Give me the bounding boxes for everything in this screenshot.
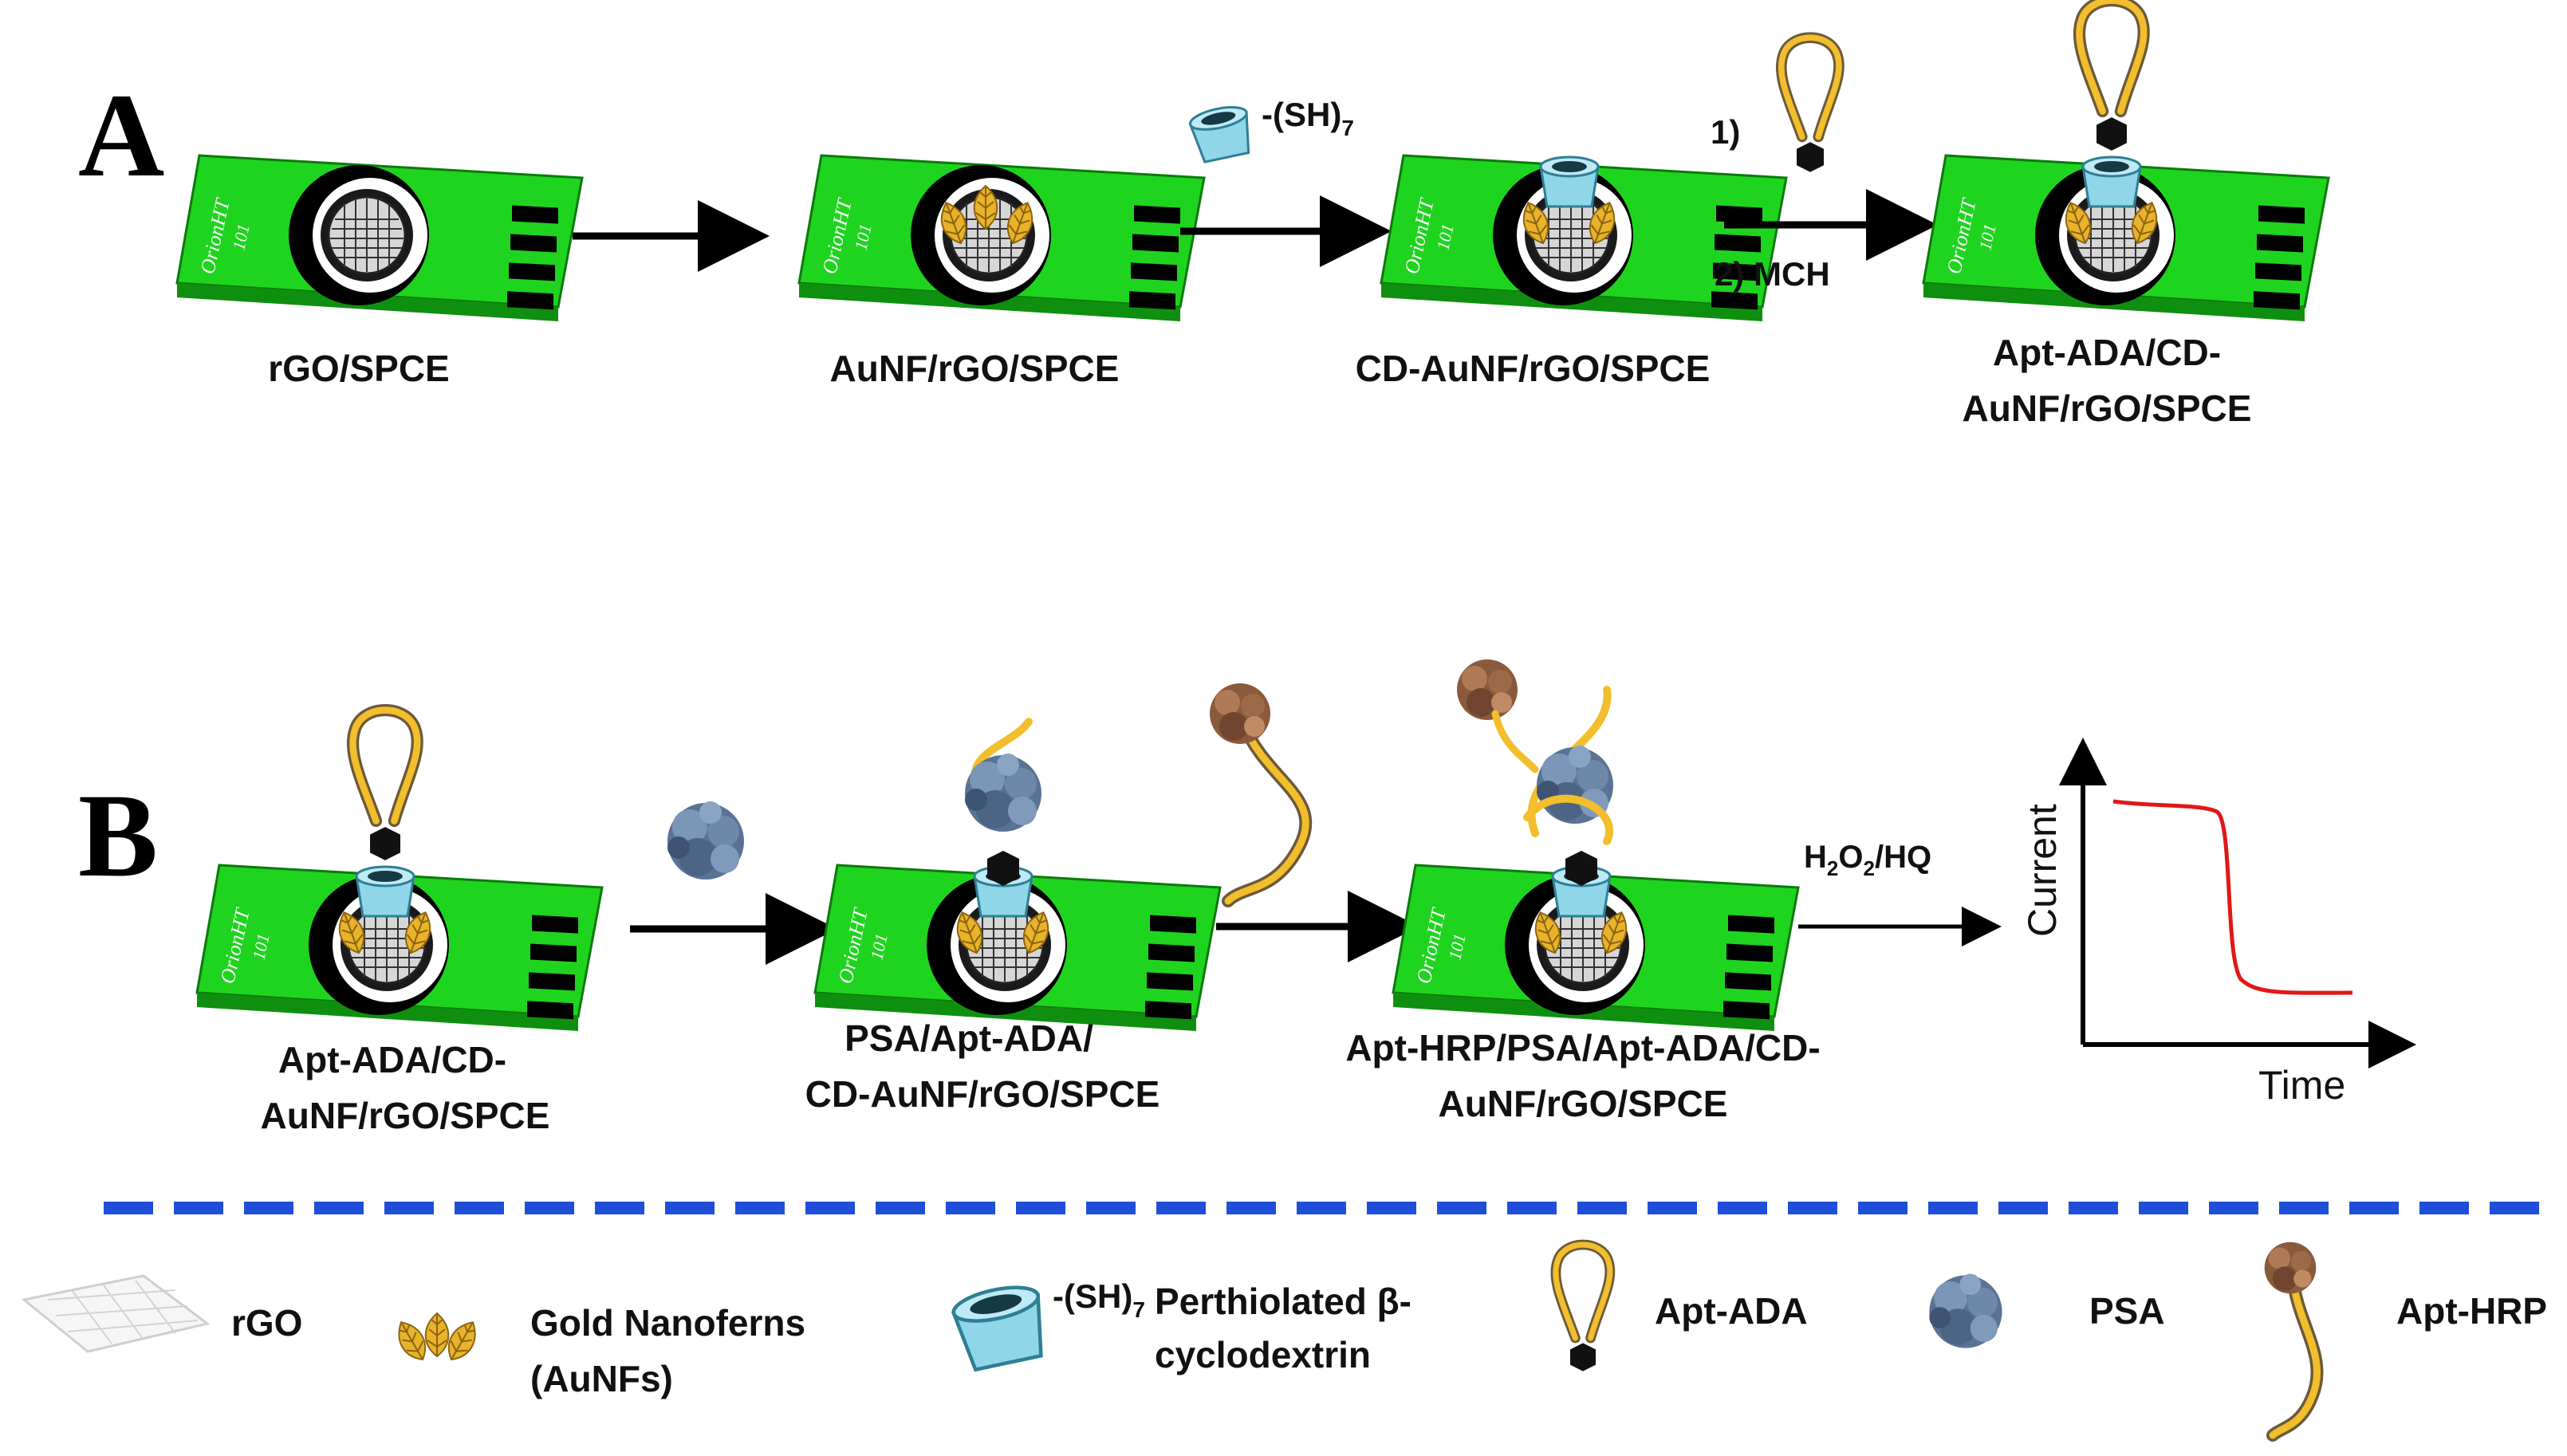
- legend-apt-ada-label: Apt-ADA: [1655, 1290, 1808, 1332]
- label-apt-ada-line2: AuNF/rGO/SPCE: [1963, 388, 2252, 429]
- step-2-label: 2) MCH: [1715, 255, 1830, 293]
- electrode-b-apt-ada: OrionHT 101: [195, 710, 604, 1033]
- label-apt-ada-line1: Apt-ADA/CD-: [1993, 332, 2221, 373]
- legend-cd-prefix: -(SH)7: [1053, 1277, 1145, 1322]
- legend-cd-line1: Perthiolated β-: [1155, 1281, 1411, 1322]
- current-time-plot: Current Time: [2020, 738, 2416, 1108]
- apt-ada-legend-icon: [1556, 1245, 1610, 1371]
- rgo-legend-icon: [21, 1274, 211, 1353]
- cyclodextrin-reagent: [1187, 101, 1256, 165]
- apt-hrp-reagent: [1210, 683, 1313, 907]
- y-axis-label: Current: [2020, 804, 2065, 937]
- label-rgo-spce: rGO/SPCE: [268, 348, 450, 389]
- legend-psa-label: PSA: [2089, 1290, 2165, 1332]
- label-b1-line2: AuNF/rGO/SPCE: [261, 1095, 550, 1136]
- electrode-b-psa: OrionHT 101: [813, 718, 1222, 1033]
- x-axis-label: Time: [2258, 1063, 2345, 1108]
- panel-b-label: B: [78, 769, 158, 902]
- panel-a-label: A: [78, 69, 164, 202]
- legend-aunf-line2: (AuNFs): [530, 1358, 673, 1399]
- label-b1-line1: Apt-ADA/CD-: [278, 1039, 506, 1080]
- label-b2-line2: CD-AuNF/rGO/SPCE: [805, 1073, 1160, 1115]
- apt-ada-reagent: [1782, 37, 1839, 172]
- legend-apt-hrp-label: Apt-HRP: [2396, 1290, 2547, 1332]
- electrode-aunf-rgo-spce: OrionHT 101: [797, 154, 1206, 323]
- cd-reagent-label: -(SH)7: [1262, 96, 1354, 140]
- legend: rGO Gold Nanoferns (AuNFs) -(SH)7 Perthi…: [21, 1242, 2547, 1442]
- legend-rgo-label: rGO: [231, 1302, 302, 1344]
- step-1-label: 1): [1711, 113, 1740, 151]
- legend-aunf-line1: Gold Nanoferns: [530, 1302, 805, 1344]
- electrode-cd-aunf: OrionHT 101: [1380, 154, 1788, 323]
- electrode-b-apt-hrp: OrionHT 101: [1392, 659, 1800, 1033]
- h2o2-hq-label: H2O2/HQ: [1804, 840, 1931, 880]
- psa-legend-icon: [1929, 1273, 2002, 1348]
- label-aunf-rgo-spce: AuNF/rGO/SPCE: [830, 348, 1120, 389]
- psa-reagent: [667, 801, 744, 880]
- legend-cd-line2: cyclodextrin: [1155, 1334, 1371, 1375]
- label-b3-line1: Apt-HRP/PSA/Apt-ADA/CD-: [1345, 1027, 1820, 1068]
- aunf-legend-icon: [390, 1312, 484, 1367]
- label-b2-line1: PSA/Apt-ADA/: [845, 1017, 1093, 1059]
- electrode-apt-ada: OrionHT 101: [1922, 1, 2330, 323]
- apt-hrp-legend-icon: [2264, 1242, 2324, 1442]
- cd-legend-icon: [951, 1281, 1050, 1371]
- electrode-rgo-spce: OrionHT 101: [175, 154, 584, 323]
- label-cd-aunf-rgo-spce: CD-AuNF/rGO/SPCE: [1356, 348, 1711, 389]
- response-curve: [2112, 799, 2353, 995]
- label-b3-line2: AuNF/rGO/SPCE: [1439, 1083, 1728, 1124]
